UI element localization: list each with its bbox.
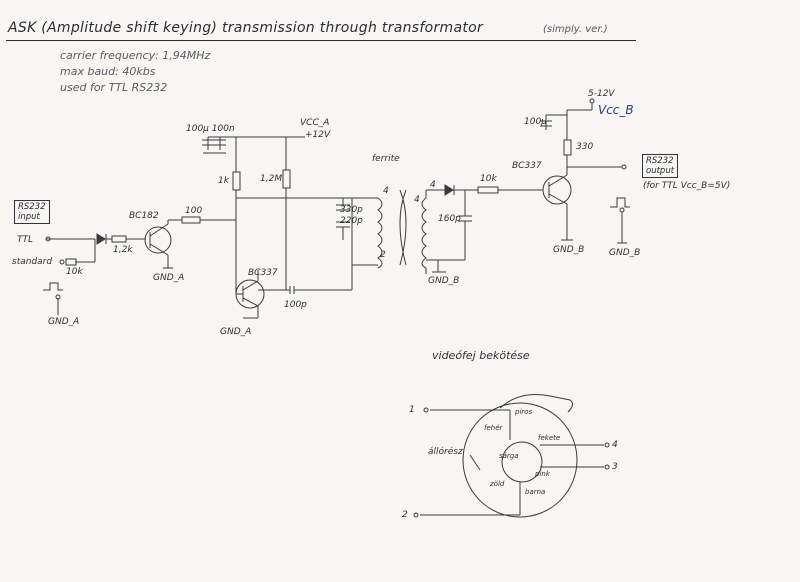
label-standard: standard [12, 257, 53, 267]
label-c-100p-a: 100p [284, 300, 307, 310]
wire-sarga: sárga [499, 452, 519, 460]
label-coil-a: 4 [383, 186, 389, 196]
label-coil-b: 4 [430, 180, 436, 190]
input-box-line1: RS232 [18, 202, 46, 212]
label-vcc-a: VCC_A [300, 118, 330, 128]
input-box-line2: input [18, 212, 40, 222]
label-q1: BC182 [129, 211, 159, 221]
label-gnd-a3: GND_A [220, 327, 252, 337]
label-vcc-b-range: 5-12V [588, 89, 615, 99]
label-q3: BC337 [512, 161, 542, 171]
diagram-title: ASK (Amplitude shift keying) transmissio… [8, 20, 484, 36]
wire-barna: barna [525, 488, 546, 496]
title-underline [6, 40, 636, 41]
output-box-line1: RS232 [646, 156, 674, 166]
label-gnd-a1: GND_A [153, 273, 185, 283]
label-r-100: 100 [185, 206, 203, 216]
label-r-1k2: 1,2k [113, 245, 133, 255]
pin-3: 3 [612, 462, 618, 472]
pin-2: 2 [402, 510, 408, 520]
output-note: (for TTL Vcc_B=5V) [643, 181, 731, 191]
label-vcc-a-val: +12V [305, 130, 331, 140]
pin-1: 1 [409, 405, 415, 415]
label-r-1k: 1k [218, 176, 229, 186]
label-r-std: 10k [66, 267, 83, 277]
pin-4: 4 [612, 440, 618, 450]
wire-piros: piros [515, 408, 533, 416]
title-note: (simply. ver.) [543, 24, 608, 35]
output-box-line2: output [646, 166, 675, 176]
wire-zold: zöld [490, 480, 505, 488]
label-q2: BC337 [248, 268, 278, 278]
label-c-220p: 220p [340, 216, 363, 226]
label-gnd-a2: GND_A [48, 317, 80, 327]
label-ttl: TTL [17, 235, 34, 245]
label-r-330: 330 [576, 142, 594, 152]
label-caps-b: 100μ [524, 117, 547, 127]
label-c-160p: 160p [438, 214, 461, 224]
label-r-10k: 10k [480, 174, 497, 184]
rs232-input-box: RS232 input [14, 200, 50, 224]
label-c-330p: 330p [340, 205, 363, 215]
wire-feher: fehér [484, 424, 503, 432]
label-caps-a: 100μ 100n [186, 124, 235, 134]
label-coil-d: 2 [380, 250, 386, 260]
label-allotes: állórész [428, 447, 463, 457]
label-vcc-b: Vcc_B [598, 103, 634, 117]
label-r-12m: 1,2M [260, 174, 283, 184]
label-gnd-b2: GND_B [553, 245, 585, 255]
label-gnd-b3: GND_B [609, 248, 641, 258]
bottom-title: videófej bekötése [432, 349, 530, 362]
wire-fekete: fekete [538, 434, 561, 442]
note-usage: used for TTL RS232 [60, 81, 168, 94]
rs232-output-box: RS232 output [642, 154, 679, 178]
label-coil-c: 4 [414, 195, 420, 205]
label-ferrite: ferrite [372, 154, 400, 164]
label-gnd-b1: GND_B [428, 276, 460, 286]
note-baud: max baud: 40kbs [60, 65, 156, 78]
wire-pink: pink [535, 470, 550, 478]
note-carrier: carrier frequency: 1,94MHz [60, 49, 211, 62]
